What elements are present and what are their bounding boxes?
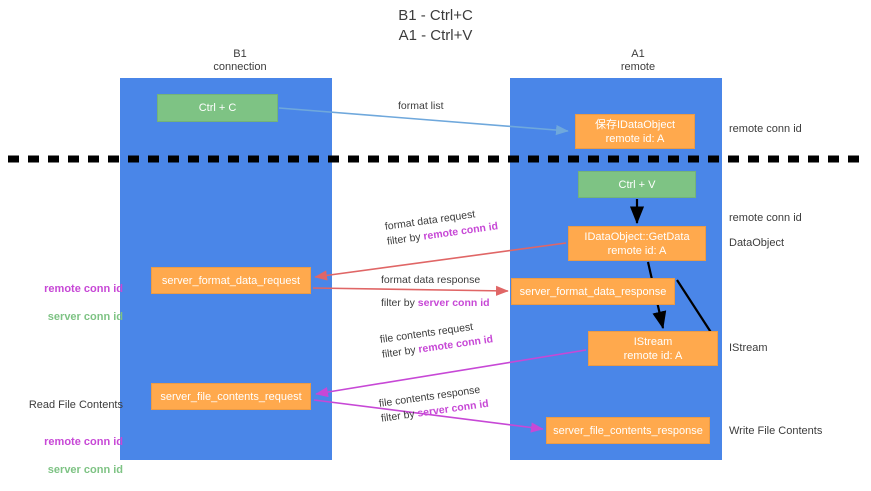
- node-istream[interactable]: IStream remote id: A: [588, 331, 718, 366]
- page-title: B1 - Ctrl+C A1 - Ctrl+V: [398, 7, 473, 44]
- edge-label-format-data-response-filter: filter by server conn id: [381, 296, 490, 311]
- annotation-read-file-contents-heading: Read File Contents: [28, 399, 123, 411]
- annotation-server-conn-id: server conn id: [47, 311, 123, 323]
- column-caption-a1: A1 remote: [620, 48, 656, 73]
- annotation-remote-conn-id: remote conn id: [44, 436, 123, 448]
- edge-label-format-list: format list: [398, 99, 444, 114]
- annotation-right-remote-conn-id-top: remote conn id: [729, 123, 802, 135]
- node-ctrl-v[interactable]: Ctrl + V: [578, 171, 696, 198]
- node-save-dataobject[interactable]: 保存IDataObject remote id: A: [575, 114, 695, 149]
- edge-label-format-data-response: format data response filter by server co…: [381, 273, 490, 311]
- node-istream-line2: remote id: A: [623, 349, 683, 362]
- edge-format-list: [278, 107, 569, 136]
- filter-prefix: filter by: [380, 407, 419, 425]
- edge-file-contents-request: [315, 349, 587, 398]
- node-server-file-contents-response[interactable]: server_file_contents_response: [546, 417, 710, 444]
- edge-response-istream: [676, 279, 715, 338]
- filter-key-server-conn-id: server conn id: [417, 297, 490, 309]
- annotation-read-file-contents: Read File Contents remote conn id server…: [18, 384, 123, 491]
- edge-file-contents-response: [313, 399, 544, 433]
- node-save-dataobject-line2: remote id: A: [605, 132, 665, 145]
- annotation-dataobject: DataObject: [729, 237, 785, 249]
- filter-prefix: filter by: [386, 230, 425, 248]
- node-ctrl-c-label: Ctrl + C: [198, 102, 237, 114]
- node-getdata-line1: IDataObject::GetData: [584, 230, 690, 243]
- annotation-server-conn-id: server conn id: [47, 464, 123, 476]
- annotation-istream: IStream: [729, 342, 768, 354]
- edge-label-format-list-line1: format list: [398, 100, 444, 112]
- edge-format-data-request: [314, 242, 567, 281]
- node-server-format-data-response-label: server_format_data_response: [519, 285, 667, 298]
- annotation-write-file-contents: Write File Contents: [729, 425, 823, 437]
- node-server-file-contents-request-label: server_file_contents_request: [160, 390, 302, 403]
- annotation-left-conn-ids: remote conn id server conn id: [18, 268, 123, 338]
- annotation-remote-conn-id: remote conn id: [44, 283, 123, 295]
- column-caption-b1: B1 connection: [213, 48, 267, 73]
- filter-prefix: filter by: [381, 297, 418, 309]
- node-server-format-data-request-label: server_format_data_request: [161, 274, 301, 287]
- node-server-format-data-response[interactable]: server_format_data_response: [511, 278, 675, 305]
- annotation-right-remote-conn-id-mid: remote conn id: [729, 212, 802, 224]
- node-ctrl-v-label: Ctrl + V: [618, 178, 656, 191]
- node-save-dataobject-line1: 保存IDataObject: [594, 118, 676, 131]
- node-istream-line1: IStream: [633, 335, 673, 348]
- filter-prefix: filter by: [381, 343, 420, 361]
- edge-format-data-response: [312, 285, 509, 296]
- edge-label-format-data-response-line1: format data response: [381, 274, 481, 286]
- node-server-file-contents-request[interactable]: server_file_contents_request: [151, 383, 311, 410]
- node-idataobject-getdata[interactable]: IDataObject::GetData remote id: A: [568, 226, 706, 261]
- node-ctrl-c[interactable]: Ctrl + C: [157, 94, 278, 122]
- diagram-canvas: B1 - Ctrl+C A1 - Ctrl+V B1 connection A1…: [8, 7, 865, 476]
- node-server-format-data-request[interactable]: server_format_data_request: [151, 267, 311, 294]
- node-server-file-contents-response-label: server_file_contents_response: [553, 424, 703, 437]
- node-getdata-line2: remote id: A: [607, 244, 667, 257]
